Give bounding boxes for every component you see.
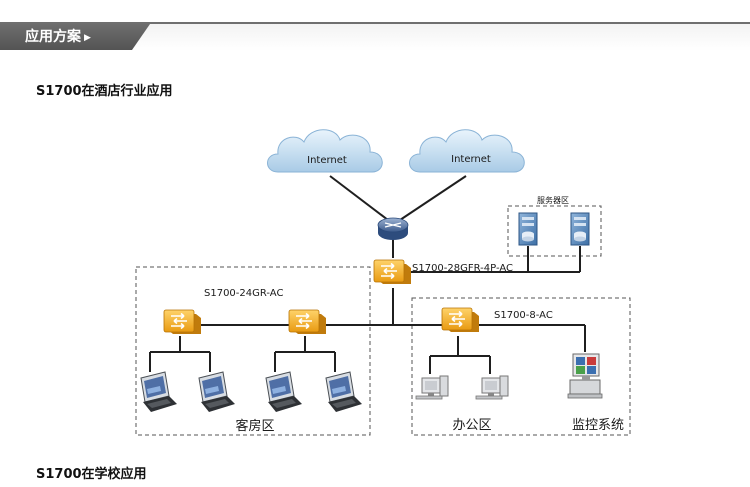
- section-title-hotel: S1700在酒店行业应用: [36, 84, 173, 99]
- office-zone-label: 办公区: [452, 418, 491, 433]
- cloud-label-2: Internet: [451, 154, 491, 165]
- guest-switch-icon-1: [163, 309, 202, 335]
- office-switch-label: S1700-8-AC: [494, 310, 553, 321]
- server-zone-box: [507, 205, 602, 257]
- guest-zone-label: 客房区: [235, 418, 274, 434]
- header-tab: 应用方案▶: [0, 24, 150, 50]
- router-icon: [377, 217, 409, 240]
- monitoring-station-icon: [567, 353, 603, 399]
- guest-zone-box: [135, 266, 371, 436]
- server-icon-2: [570, 212, 590, 246]
- office-switch-icon: [441, 307, 480, 333]
- server-icon-1: [518, 212, 538, 246]
- core-switch-icon: [373, 259, 412, 285]
- laptop-icon-4: [325, 371, 363, 413]
- laptop-icon-3: [265, 371, 303, 413]
- core-switch-label: S1700-28GFR-4P-AC: [412, 263, 513, 274]
- monitoring-label: 监控系统: [572, 418, 624, 433]
- network-links: [149, 175, 586, 374]
- laptop-icon-2: [198, 371, 236, 413]
- header-tab-label: 应用方案: [25, 29, 81, 45]
- desktop-pc-icon-1: [415, 375, 449, 400]
- laptop-icon-1: [140, 371, 178, 413]
- section-title-school: S1700在学校应用: [36, 467, 147, 482]
- triangle-right-icon: ▶: [84, 33, 91, 43]
- guest-switch-label: S1700-24GR-AC: [204, 288, 283, 299]
- cloud-icon-1: [267, 129, 383, 173]
- header-rule: [0, 22, 750, 24]
- cloud-icon-2: [409, 129, 525, 173]
- office-zone-box: [411, 297, 631, 436]
- desktop-pc-icon-2: [475, 375, 509, 400]
- server-zone-label: 服务器区: [537, 195, 569, 205]
- cloud-label-1: Internet: [307, 155, 347, 166]
- guest-switch-icon-2: [288, 309, 327, 335]
